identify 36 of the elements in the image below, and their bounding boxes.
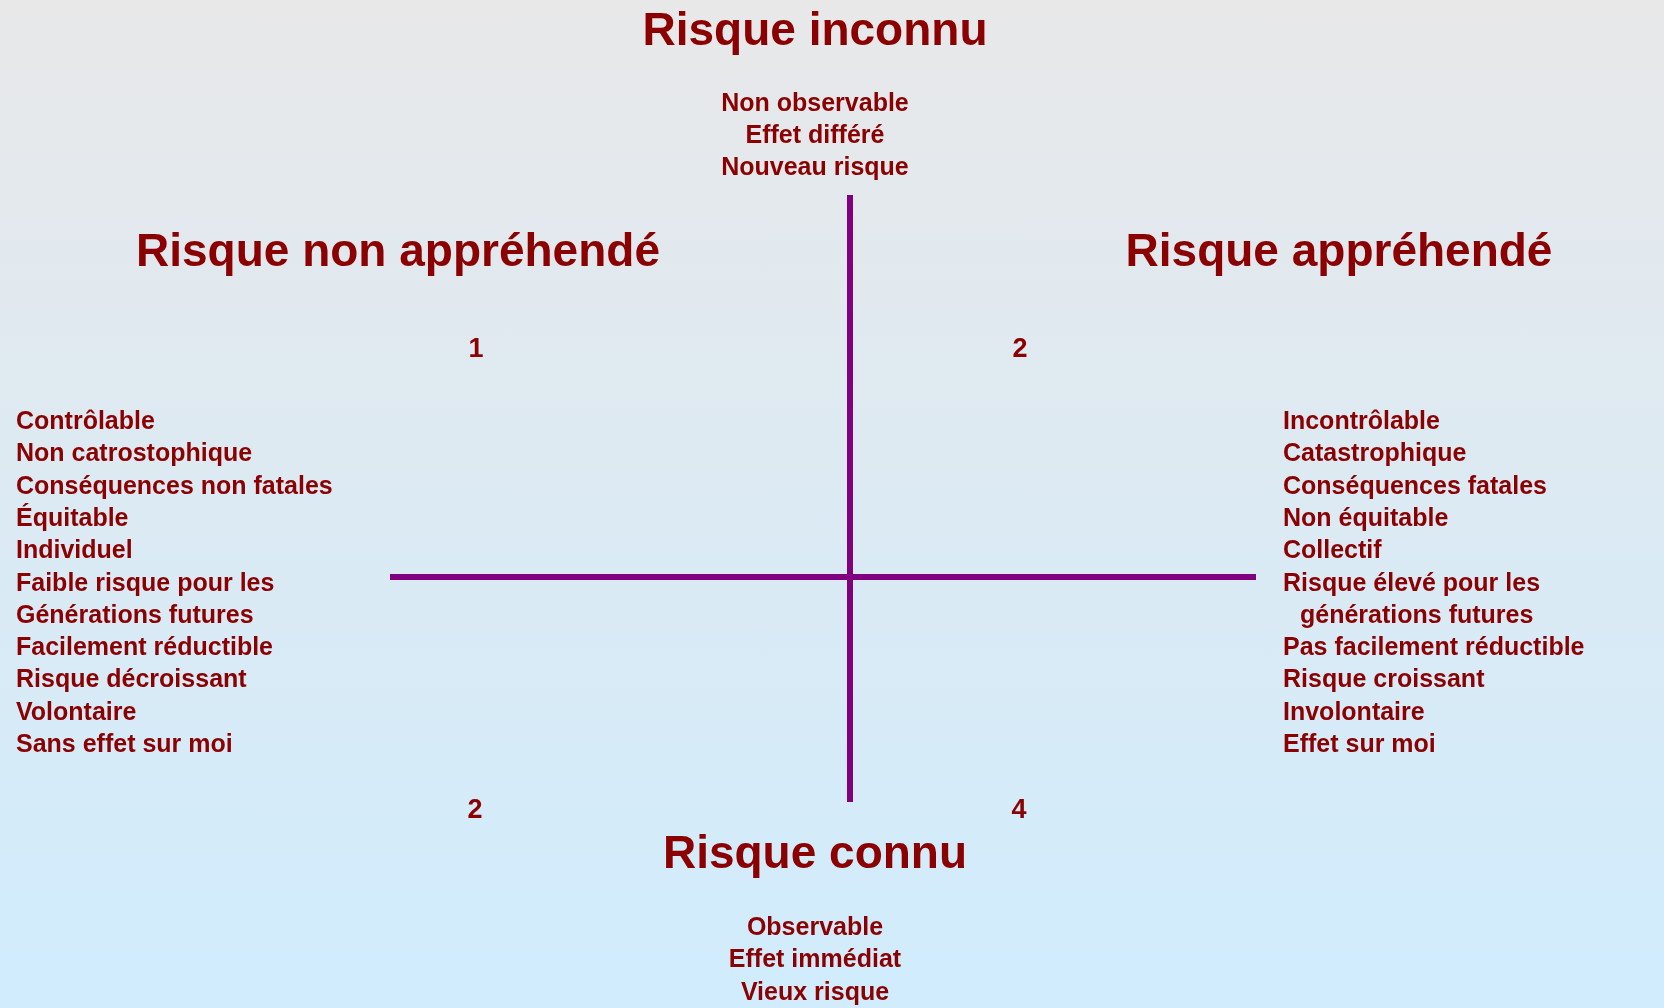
attribute-text: Facilement réductible <box>16 633 274 661</box>
attribute-text: Faible risque pour les <box>16 568 275 597</box>
attribute-text: Collectif <box>1283 536 1382 564</box>
attribute-text: Pas facilement réductible <box>1283 633 1585 661</box>
attribute-text: Sans effet sur moi <box>16 730 233 758</box>
axis-title: Risque appréhendé <box>1125 224 1553 276</box>
attribute-text: Nouveau risque <box>721 153 909 181</box>
attribute-text: Non observable <box>721 89 909 117</box>
quadrant-number: 1 <box>468 334 484 364</box>
attribute-text: Observable <box>746 913 884 941</box>
attribute-text: Non catrostophique <box>16 439 253 468</box>
attribute-text: Effet immédiat <box>728 945 902 973</box>
attribute-text: Risque croissant <box>1283 665 1485 694</box>
attribute-text: Contrôlable <box>16 407 155 435</box>
attribute-text: Risque décroissant <box>16 665 247 694</box>
axis-title: Risque inconnu <box>642 3 988 55</box>
attribute-text: Effet sur moi <box>1283 730 1436 758</box>
axis-title: Risque connu <box>662 826 968 878</box>
attribute-text: Risque élevé pour les <box>1283 568 1541 597</box>
attribute-text: Individuel <box>16 536 133 564</box>
axis-title: Risque non appréhendé <box>136 224 660 276</box>
attribute-text: Vieux risque <box>740 978 890 1006</box>
attribute-text: Équitable <box>16 504 129 532</box>
attribute-text: Catastrophique <box>1283 439 1467 468</box>
attribute-text: Conséquences fatales <box>1283 471 1547 500</box>
attribute-text: Non équitable <box>1283 504 1449 532</box>
attribute-text: Involontaire <box>1283 697 1425 726</box>
attribute-text: Effet différé <box>745 121 885 149</box>
quadrant-number: 2 <box>1012 334 1028 364</box>
attribute-text: Conséquences non fatales <box>16 471 333 500</box>
quadrant-number: 2 <box>467 795 483 825</box>
attribute-text: Volontaire <box>16 697 137 726</box>
quadrant-number: 4 <box>1011 795 1027 825</box>
attribute-text: générations futures <box>1300 601 1534 629</box>
attribute-text: Incontrôlable <box>1283 407 1440 435</box>
attribute-text: Générations futures <box>16 601 254 629</box>
